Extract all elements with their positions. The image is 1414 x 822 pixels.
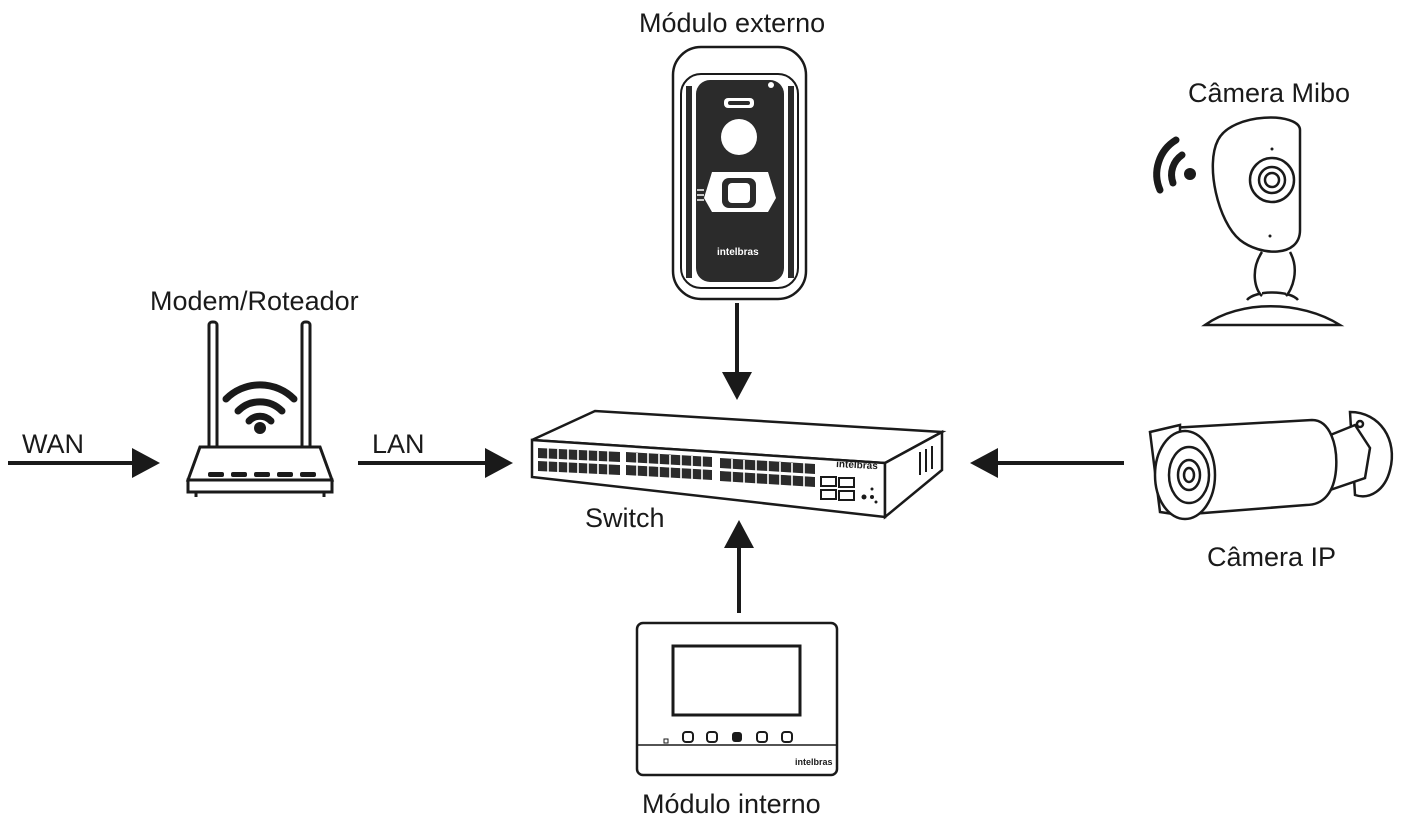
monitor-brand-logo: intelbras — [795, 757, 833, 767]
label-lan: LAN — [372, 429, 425, 459]
indoor-monitor-icon: intelbras — [635, 621, 839, 777]
label-modulo-externo: Módulo externo — [639, 8, 826, 38]
camera-mibo-icon — [1201, 116, 1345, 327]
door-station-brand-logo: intelbras — [717, 247, 759, 258]
arrow-wan-to-router — [8, 448, 160, 478]
label-camera-mibo: Câmera Mibo — [1188, 78, 1351, 108]
door-station-icon: intelbras — [671, 45, 808, 301]
wifi-icon — [222, 381, 298, 425]
switch-device: intelbras — [530, 409, 947, 520]
label-modem-roteador: Modem/Roteador — [150, 286, 359, 316]
arrow-module-ext-to-switch — [722, 303, 752, 400]
label-camera-ip: Câmera IP — [1207, 542, 1337, 572]
label-wan: WAN — [22, 429, 84, 459]
label-modulo-interno: Módulo interno — [642, 789, 821, 819]
arrow-router-to-switch — [358, 448, 513, 478]
router-icon — [185, 320, 335, 497]
camera-mibo-wifi-icon — [1153, 136, 1186, 194]
switch-brand-logo: intelbras — [836, 459, 879, 472]
arrow-camera-ip-to-switch — [970, 448, 1124, 478]
arrow-module-int-to-switch — [724, 520, 754, 613]
label-switch: Switch — [585, 503, 665, 533]
camera-ip-icon — [1148, 410, 1394, 521]
